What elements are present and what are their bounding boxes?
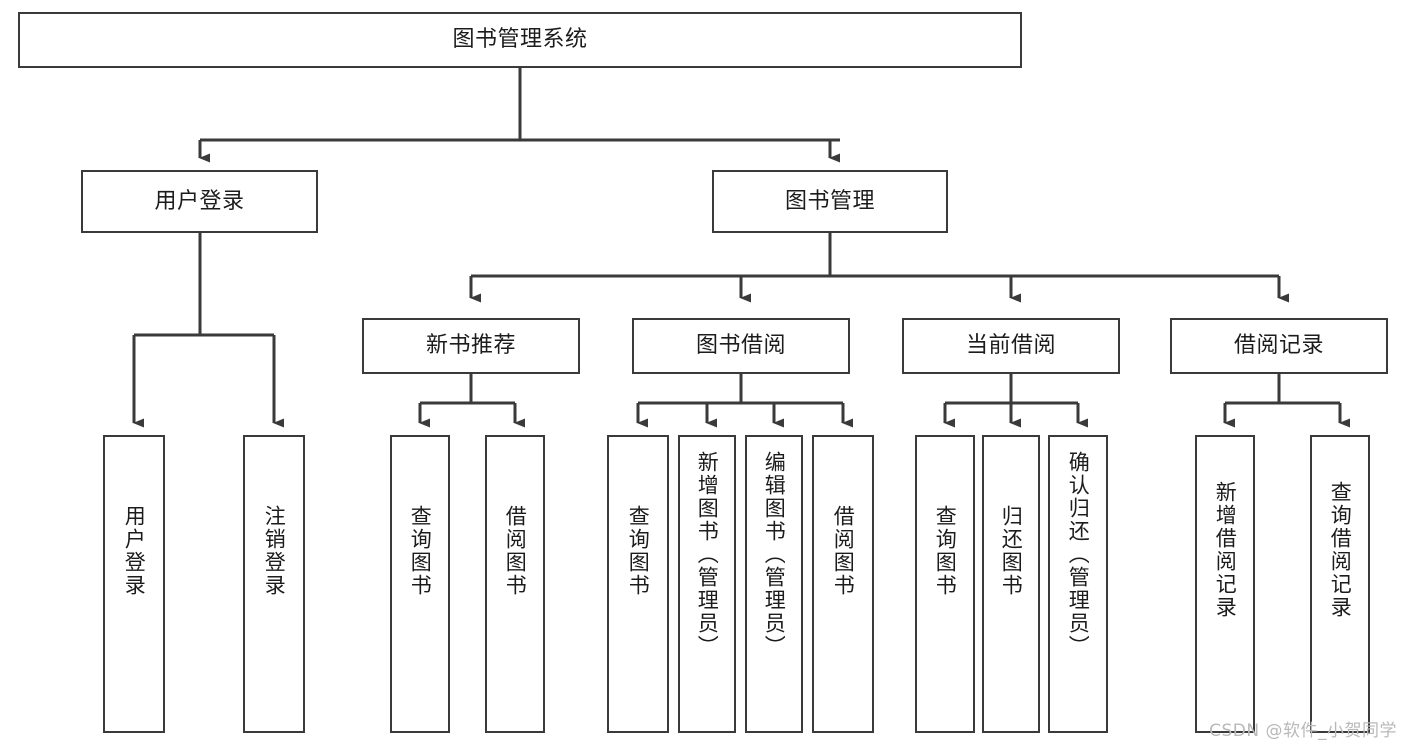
node-current-borrow-label: 当前借阅: [965, 333, 1056, 359]
node-leaf-borrow-book-2[interactable]: 借阅图书: [812, 435, 874, 733]
node-leaf-query-book-3[interactable]: 查询图书: [915, 435, 975, 733]
node-leaf-add-record[interactable]: 新增借阅记录: [1195, 435, 1255, 733]
node-borrow-record[interactable]: 借阅记录: [1170, 318, 1388, 374]
node-leaf-edit-book[interactable]: 编辑图书（管理员）: [745, 435, 803, 733]
node-book-borrow[interactable]: 图书借阅: [632, 318, 850, 374]
node-leaf-logout[interactable]: 注销登录: [243, 435, 305, 733]
node-leaf-return-book-label: 归还图书: [999, 505, 1024, 597]
node-leaf-query-book-1-label: 查询图书: [408, 505, 433, 597]
node-root-label: 图书管理系统: [452, 27, 588, 53]
node-leaf-query-book-3-label: 查询图书: [933, 505, 958, 597]
node-user-login-label: 用户登录: [154, 188, 245, 214]
node-leaf-add-book-label: 新增图书（管理员）: [695, 451, 720, 658]
node-leaf-query-book-2-label: 查询图书: [626, 505, 651, 597]
node-leaf-return-book[interactable]: 归还图书: [982, 435, 1040, 733]
node-leaf-user-login-label: 用户登录: [122, 505, 147, 597]
node-user-login[interactable]: 用户登录: [81, 170, 318, 233]
node-leaf-query-record[interactable]: 查询借阅记录: [1310, 435, 1370, 733]
node-book-manage-label: 图书管理: [784, 188, 875, 214]
node-book-borrow-label: 图书借阅: [695, 333, 786, 359]
node-leaf-confirm-return[interactable]: 确认归还（管理员）: [1048, 435, 1108, 733]
node-borrow-record-label: 借阅记录: [1233, 333, 1324, 359]
node-leaf-query-book-2[interactable]: 查询图书: [607, 435, 669, 733]
node-leaf-borrow-book-1[interactable]: 借阅图书: [485, 435, 545, 733]
node-new-book-rec[interactable]: 新书推荐: [362, 318, 580, 374]
node-leaf-query-book-1[interactable]: 查询图书: [390, 435, 450, 733]
node-leaf-query-record-label: 查询借阅记录: [1328, 481, 1353, 619]
node-root[interactable]: 图书管理系统: [18, 12, 1022, 68]
node-leaf-edit-book-label: 编辑图书（管理员）: [762, 451, 787, 658]
node-leaf-confirm-return-label: 确认归还（管理员）: [1066, 451, 1091, 658]
node-current-borrow[interactable]: 当前借阅: [902, 318, 1120, 374]
node-leaf-user-login[interactable]: 用户登录: [103, 435, 165, 733]
node-book-manage[interactable]: 图书管理: [712, 170, 948, 233]
node-leaf-add-record-label: 新增借阅记录: [1213, 481, 1238, 619]
node-leaf-borrow-book-1-label: 借阅图书: [503, 505, 528, 597]
node-leaf-logout-label: 注销登录: [262, 505, 287, 597]
node-new-book-rec-label: 新书推荐: [425, 333, 516, 359]
node-leaf-add-book[interactable]: 新增图书（管理员）: [678, 435, 736, 733]
node-leaf-borrow-book-2-label: 借阅图书: [831, 505, 856, 597]
